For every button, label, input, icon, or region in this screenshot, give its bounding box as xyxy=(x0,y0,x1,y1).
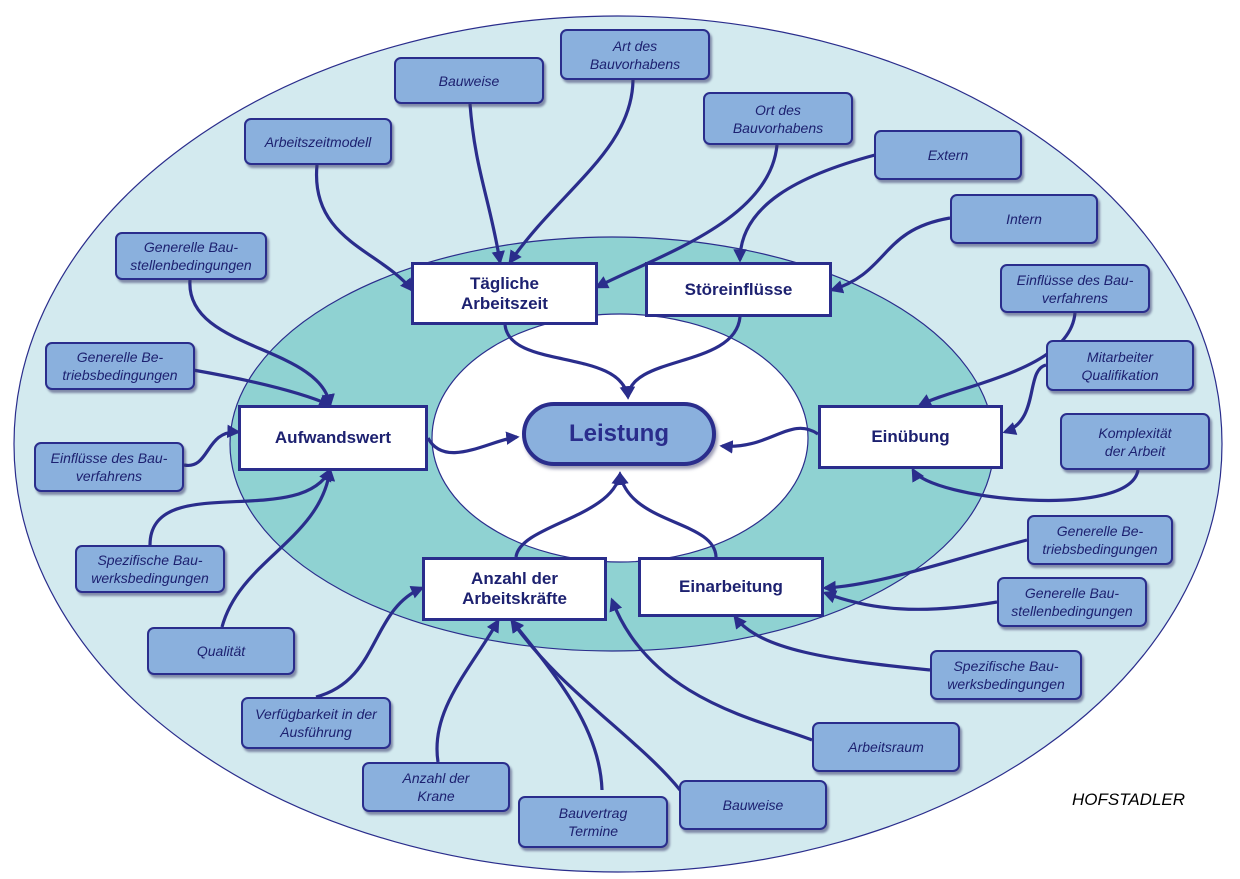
factor-komplexitaet-der-arbeit: Komplexität der Arbeit xyxy=(1060,413,1210,470)
arrow-aufwandswert-to-leistung xyxy=(426,431,520,455)
factor-bauvertrag-termine: Bauvertrag Termine xyxy=(518,796,668,848)
arrow-mitarbeiter-to-einuebung xyxy=(1002,363,1047,435)
factor-label: Arbeitszeitmodell xyxy=(264,133,372,150)
category-taegliche-arbeitszeit: Tägliche Arbeitszeit xyxy=(411,262,598,325)
factor-intern: Intern xyxy=(950,194,1098,244)
factor-bauweise-bottom: Bauweise xyxy=(679,780,827,830)
category-aufwandswert: Aufwandswert xyxy=(238,405,428,471)
category-label: Anzahl der Arbeitskräfte xyxy=(462,569,567,608)
author-credit: HOFSTADLER xyxy=(1072,790,1186,809)
factor-label: Bauvertrag Termine xyxy=(558,805,628,839)
factor-label: Generelle Be- triebsbedingungen xyxy=(1042,523,1158,557)
factor-label: Intern xyxy=(1006,211,1042,227)
arrow-extern-to-stoer xyxy=(733,153,876,263)
factor-label: Spezifische Bau- werksbedingungen xyxy=(91,552,209,586)
factor-arbeitszeitmodell: Arbeitszeitmodell xyxy=(244,118,392,165)
arrow-spezifische-to-aufwand xyxy=(148,467,332,546)
arrow-bauweise-to-anzahl xyxy=(510,618,682,792)
factor-label: Generelle Bau- stellenbedingungen xyxy=(130,239,252,273)
arrow-taegliche-to-leistung xyxy=(503,324,633,400)
factor-ort-des-bauvorhabens: Ort des Bauvorhabens xyxy=(703,92,853,145)
arrow-einfl-bauverf-to-einuebung xyxy=(917,312,1077,407)
arrow-arbeitszeitmodell-to-taegliche xyxy=(314,164,414,293)
category-label: Aufwandswert xyxy=(274,428,392,447)
arrow-einuebung-to-leistung xyxy=(719,426,819,454)
factor-verfuegbarkeit-in-der-ausfuehrung: Verfügbarkeit in der Ausführung xyxy=(241,697,391,749)
arrow-intern-to-stoer xyxy=(829,216,951,294)
factor-label: Bauweise xyxy=(438,72,500,89)
arrow-gen-baustellen-to-einarbeitung xyxy=(822,590,998,611)
factor-spezifische-bauwerksbedingungen-right: Spezifische Bau- werksbedingungen xyxy=(930,650,1082,700)
arrow-stoer-to-leistung xyxy=(621,316,742,400)
factor-label: Verfügbarkeit in der Ausführung xyxy=(255,706,377,740)
factor-label: Arbeitsraum xyxy=(848,739,924,755)
factor-einfluesse-des-bauverfahrens-right: Einflüsse des Bau- verfahrens xyxy=(1000,264,1150,313)
factor-label: Einflüsse des Bau- verfahrens xyxy=(1016,271,1134,306)
category-label: Störeinflüsse xyxy=(684,279,793,299)
arrow-arbeitsraum-to-anzahl xyxy=(609,597,813,742)
arrow-anzahl-to-leistung xyxy=(514,471,625,558)
factor-label: Qualität xyxy=(196,643,246,659)
factor-label: Bauweise xyxy=(722,797,784,813)
factor-art-des-bauvorhabens: Art des Bauvorhabens xyxy=(560,29,710,80)
factor-label: Extern xyxy=(927,147,969,163)
factor-label: Art des Bauvorhabens xyxy=(589,37,681,72)
category-einuebung: Einübung xyxy=(818,405,1003,469)
factor-generelle-betriebsbedingungen-right: Generelle Be- triebsbedingungen xyxy=(1027,515,1173,565)
arrow-krane-to-anzahl xyxy=(435,618,500,763)
factor-label: Spezifische Bau- werksbedingungen xyxy=(947,658,1065,692)
factor-generelle-baustellenbedingungen-left: Generelle Bau- stellenbedingungen xyxy=(115,232,267,280)
category-label: Einübung xyxy=(871,427,950,446)
factor-generelle-baustellenbedingungen-right: Generelle Bau- stellenbedingungen xyxy=(997,577,1147,627)
factor-label: Generelle Bau- stellenbedingungen xyxy=(1011,585,1133,619)
factor-label: Anzahl der Krane xyxy=(402,770,470,804)
factor-spezifische-bauwerksbedingungen-left: Spezifische Bau- werksbedingungen xyxy=(75,545,225,593)
arrow-gen-betrieb-to-einarbeitung xyxy=(822,538,1028,595)
arrow-verfuegbarkeit-to-anzahl xyxy=(315,586,425,699)
factor-einfluesse-des-bauverfahrens-left: Einflüsse des Bau- verfahrens xyxy=(34,442,184,492)
arrow-gen-betrieb-to-aufwand xyxy=(192,368,333,407)
arrow-einfluesse-to-aufwand xyxy=(183,424,241,467)
factor-generelle-betriebsbedingungen-left: Generelle Be- triebsbedingungen xyxy=(45,342,195,390)
arrow-einarbeitung-to-leistung xyxy=(615,471,718,558)
factor-mitarbeiter-qualifikation: Mitarbeiter Qualifikation xyxy=(1046,340,1194,391)
factor-arbeitsraum: Arbeitsraum xyxy=(812,722,960,772)
category-einarbeitung: Einarbeitung xyxy=(638,557,824,617)
category-label: Tägliche Arbeitszeit xyxy=(461,273,548,313)
arrow-gen-baustellen-to-aufwand xyxy=(188,279,335,408)
arrow-spezifische-to-einarbeitung xyxy=(733,614,931,672)
leistung-center: Leistung xyxy=(522,402,716,466)
arrow-ort-to-taegliche xyxy=(594,144,779,289)
factor-label: Mitarbeiter Qualifikation xyxy=(1081,348,1159,383)
arrow-art-to-taegliche xyxy=(508,79,635,265)
factor-label: Ort des Bauvorhabens xyxy=(732,101,824,136)
factor-label: Generelle Be- triebsbedingungen xyxy=(62,349,178,383)
factor-label: Komplexität der Arbeit xyxy=(1098,424,1172,459)
factor-label: Einflüsse des Bau- verfahrens xyxy=(50,450,168,484)
category-stoereinfluesse: Störeinflüsse xyxy=(645,262,832,317)
leistung-label: Leistung xyxy=(569,420,669,447)
category-label: Einarbeitung xyxy=(679,577,783,596)
factor-qualitaet: Qualität xyxy=(147,627,295,675)
factor-extern: Extern xyxy=(874,130,1022,180)
factor-anzahl-der-krane: Anzahl der Krane xyxy=(362,762,510,812)
arrow-komplexitaet-to-einuebung xyxy=(911,467,1140,502)
category-anzahl-der-arbeitskraefte: Anzahl der Arbeitskräfte xyxy=(422,557,607,621)
arrow-qualitaet-to-aufwand xyxy=(220,467,336,628)
factor-bauweise-top: Bauweise xyxy=(394,57,544,104)
arrow-bauweise-to-taegliche xyxy=(468,103,505,265)
